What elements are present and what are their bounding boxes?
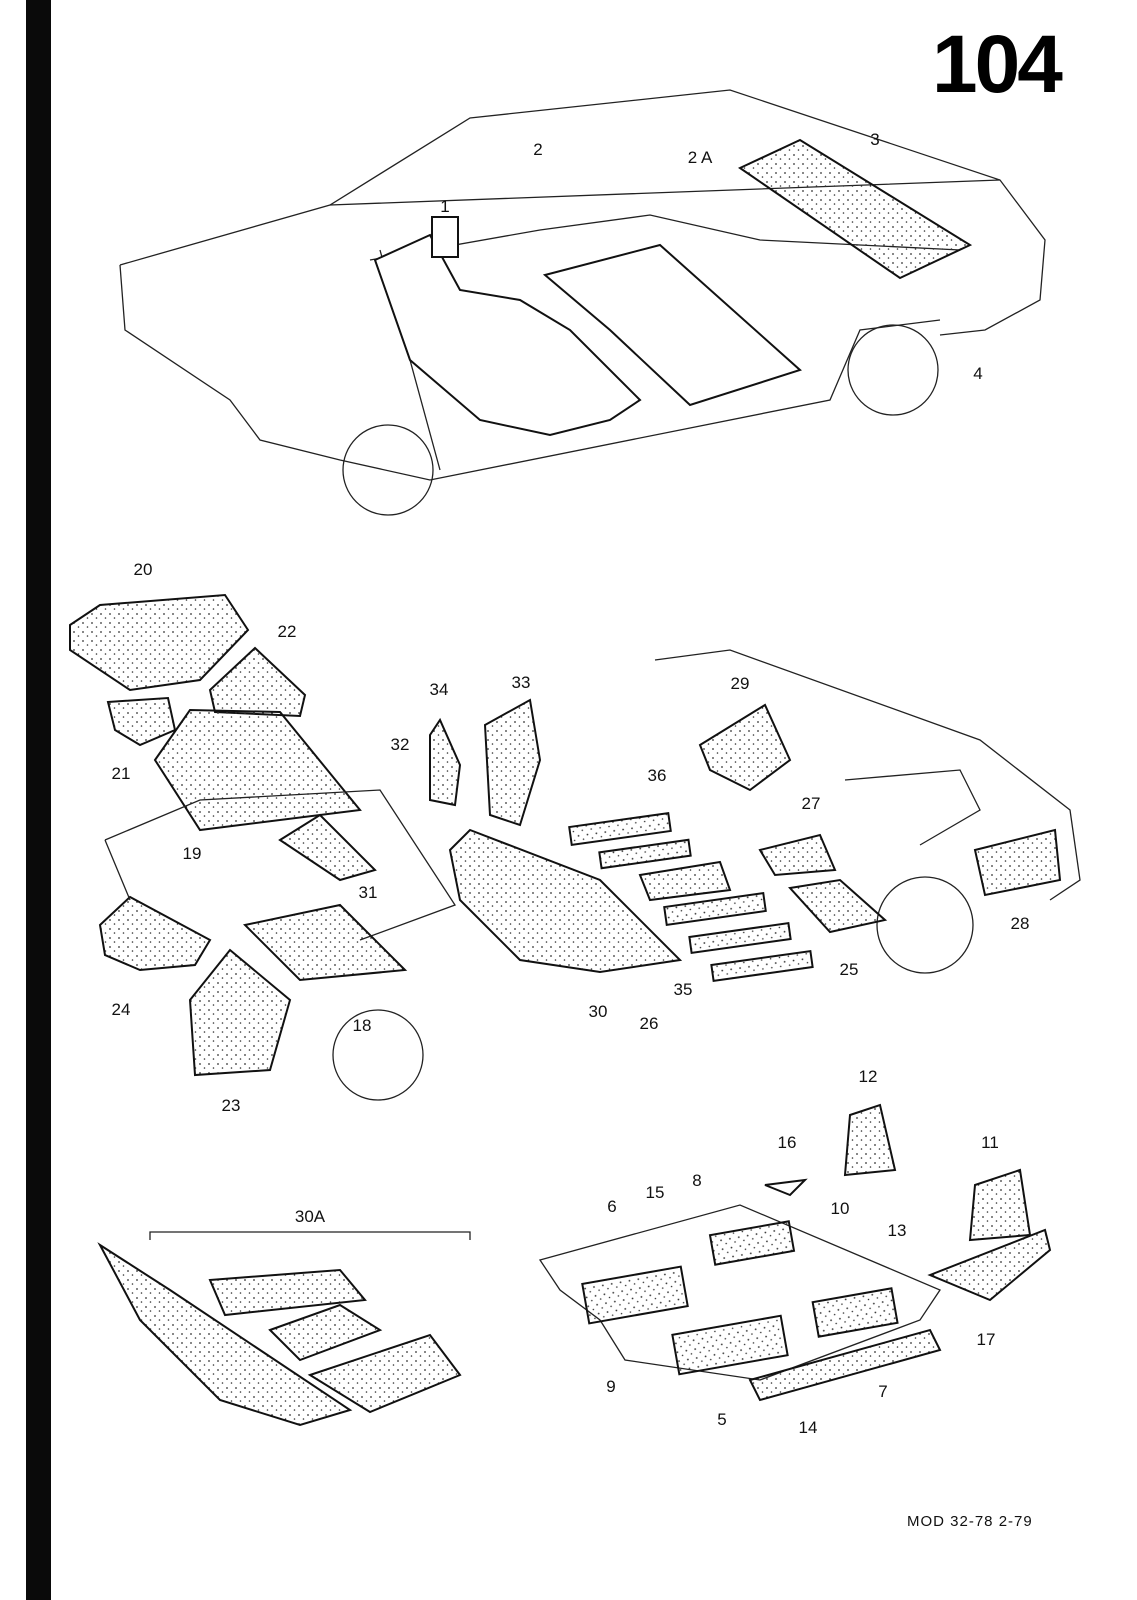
callout-16: 16 bbox=[777, 1133, 797, 1152]
callout-24: 24 bbox=[111, 1000, 131, 1019]
page-number: 104 bbox=[932, 19, 1063, 110]
callout-3: 3 bbox=[870, 130, 880, 149]
assembly-30a bbox=[97, 1231, 471, 1427]
callout-7: 7 bbox=[878, 1382, 888, 1401]
callout-17: 17 bbox=[976, 1330, 996, 1349]
callout-9: 9 bbox=[606, 1377, 616, 1396]
car-outline-middle-right bbox=[429, 649, 1081, 983]
callout-14: 14 bbox=[798, 1418, 818, 1437]
callout-6: 6 bbox=[607, 1197, 617, 1216]
callout-5: 5 bbox=[717, 1410, 727, 1429]
footer-code: MOD 32-78 2-79 bbox=[907, 1513, 1033, 1530]
callout-26: 26 bbox=[639, 1014, 659, 1033]
callout-27: 27 bbox=[801, 794, 821, 813]
callout-11: 11 bbox=[981, 1133, 999, 1152]
callout-13: 13 bbox=[887, 1221, 907, 1240]
callout-23: 23 bbox=[221, 1096, 241, 1115]
callout-1: 1 bbox=[440, 197, 450, 216]
callout-18: 18 bbox=[352, 1016, 372, 1035]
callout-10: 10 bbox=[830, 1199, 850, 1218]
callout-4: 4 bbox=[973, 364, 983, 383]
callout-31: 31 bbox=[358, 883, 378, 902]
floor-assembly bbox=[538, 1103, 1052, 1402]
callout-28: 28 bbox=[1010, 914, 1030, 933]
callout-30: 30 bbox=[588, 1002, 608, 1021]
callout-33: 33 bbox=[511, 673, 531, 692]
callout-15: 15 bbox=[645, 1183, 665, 1202]
callout-36: 36 bbox=[647, 766, 667, 785]
callout-20: 20 bbox=[133, 560, 153, 579]
callout-34: 34 bbox=[429, 680, 449, 699]
pads-middle-left bbox=[69, 593, 456, 1101]
callout-22: 22 bbox=[277, 622, 297, 641]
callout-32: 32 bbox=[390, 735, 410, 754]
callout-21: 21 bbox=[111, 764, 131, 783]
car-outline-top bbox=[119, 89, 1046, 516]
scan-edge-bar bbox=[26, 0, 51, 1600]
callout-2a: 2 A bbox=[687, 148, 713, 167]
callout-29: 29 bbox=[730, 674, 750, 693]
callout-8: 8 bbox=[692, 1171, 702, 1190]
callout-12: 12 bbox=[858, 1067, 878, 1086]
callout-30a: 30A bbox=[294, 1207, 326, 1226]
callout-25: 25 bbox=[839, 960, 859, 979]
callout-35: 35 bbox=[673, 980, 693, 999]
callout-19: 19 bbox=[182, 844, 202, 863]
callout-2: 2 bbox=[533, 140, 543, 159]
